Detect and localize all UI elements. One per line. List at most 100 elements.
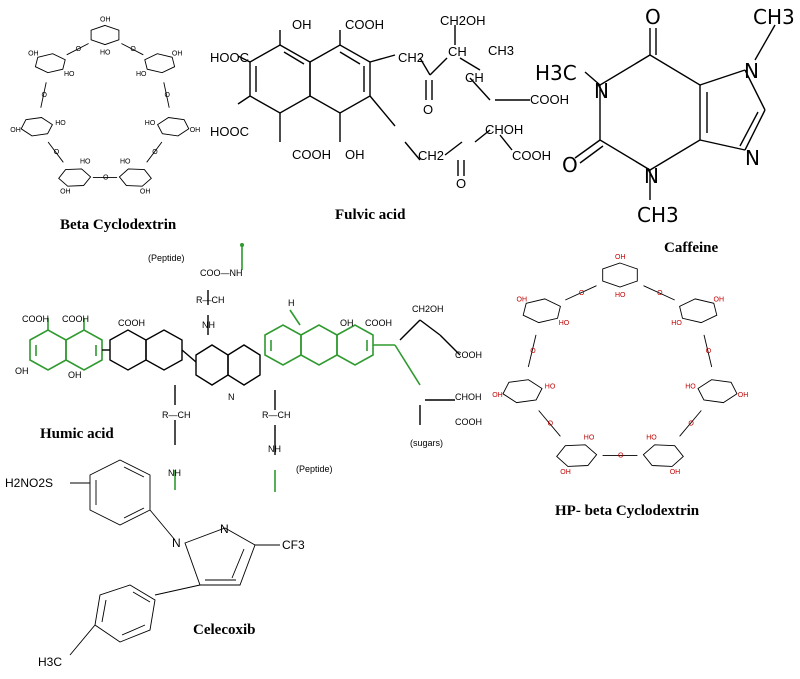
hydroxyl-label: OH [714,297,725,304]
hydroxyl-label: OH [100,16,111,23]
oxygen-label: O [42,92,48,99]
hydroxyl-label: HO [685,384,696,391]
fulvic-ch2-a: CH2 [398,50,424,65]
humic-oh-3: OH [340,318,354,328]
caption-fulvic-acid: Fulvic acid [335,207,406,223]
humic-sugars: (sugars) [410,438,443,448]
fulvic-cooh-bottom: COOH [292,147,331,162]
humic-n: N [228,392,235,402]
glycosidic-bond [643,285,675,301]
humic-ch2oh: CH2OH [412,304,444,314]
caffeine-o-top: O [645,5,661,29]
glucose-unit [58,168,92,187]
oxygen-label: O [165,92,171,99]
hydroxyl-label: OH [190,127,201,134]
glycosidic-bond [121,43,144,56]
caffeine-n7: N [744,59,759,83]
glucose-unit [642,444,684,467]
glycosidic-bond [527,334,537,368]
glucose-unit [144,53,176,74]
glycosidic-bond [66,43,89,56]
oxygen-label: O [618,453,624,460]
fulvic-acid-structure [237,25,530,176]
humic-peptide-top: (Peptide) [148,253,185,263]
hydroxyl-label: HO [80,159,91,166]
caffeine-n9: N [745,146,760,170]
humic-cooh-3: COOH [118,318,145,328]
oxygen-label: O [530,348,536,355]
caption-celecoxib: Celecoxib [193,622,255,638]
humic-choh: CHOH [455,392,482,402]
hydroxyl-label: HO [615,292,626,299]
hydroxyl-label: OH [60,189,71,196]
humic-nh: NH [202,320,215,330]
oxygen-label: O [688,420,694,427]
oxygen-label: O [54,149,60,156]
glucose-unit [556,444,598,467]
glucose-unit [157,117,190,137]
glucose-unit [522,298,561,324]
glucose-unit [697,379,738,404]
fulvic-cooh-top: COOH [345,17,384,32]
humic-oh-2: OH [68,370,82,380]
caffeine-structure [574,24,776,200]
hydroxyl-label: OH [140,189,151,196]
hydroxyl-label: OH [492,392,503,399]
fulvic-hooc-left-top: HOOC [210,50,249,65]
celecoxib-h3c: H3C [38,655,62,669]
humic-r-ch-2: R—CH [162,410,191,420]
hydroxyl-label: OH [517,297,528,304]
hydroxyl-label: HO [100,50,111,57]
glucose-unit [602,262,638,288]
hydroxyl-label: HO [559,320,570,327]
oxygen-label: O [76,46,82,53]
hydroxyl-label: OH [615,254,626,261]
fulvic-o-b: O [456,176,466,191]
celecoxib-structure [69,459,280,656]
oxygen-label: O [548,420,554,427]
hydroxyl-label: OH [560,469,571,476]
oxygen-label: O [152,149,158,156]
humic-nh-2: NH [168,468,181,478]
humic-r-ch-3: R—CH [262,410,291,420]
oxygen-label: O [103,175,109,182]
glucose-unit [502,379,543,404]
hydroxyl-label: HO [671,320,682,327]
humic-oh-1: OH [15,366,29,376]
humic-cooh-1: COOH [22,314,49,324]
glycosidic-bond [47,141,64,163]
fulvic-ch-b: CH [465,70,484,85]
glycosidic-bond [679,410,702,437]
glucose-unit [118,168,152,187]
hydroxyl-label: OH [670,469,681,476]
hydroxyl-label: OH [28,51,38,58]
humic-r-ch: R—CH [196,295,225,305]
caffeine-o-left: O [562,153,578,177]
glucose-unit [34,53,66,74]
humic-cooh-4: COOH [365,318,392,328]
celecoxib-n1: N [172,536,181,550]
glycosidic-bond [565,285,597,301]
hydroxyl-label: OH [10,127,20,134]
hydroxyl-label: HO [584,435,595,442]
fulvic-o-a: O [423,102,433,117]
glycosidic-bond [146,141,163,163]
hydroxyl-label: HO [120,159,131,166]
fulvic-oh-bottom: OH [345,147,365,162]
humic-peptide-bottom: (Peptide) [296,464,333,474]
fulvic-ch: CH [448,44,467,59]
caffeine-ch3-bottom: CH3 [637,203,679,227]
fulvic-cooh-right2: COOH [512,148,551,163]
hydroxyl-label: HO [145,120,156,127]
humic-cooh-5: COOH [455,350,482,360]
glycosidic-bond [163,82,170,108]
hydroxyl-label: HO [136,71,147,78]
oxygen-label: O [579,290,585,297]
oxygen-label: O [130,46,136,53]
fulvic-hooc-left-bottom: HOOC [210,124,249,139]
caption-hp-beta-cyclodextrin: HP- beta Cyclodextrin [555,503,700,519]
hydroxyl-label: HO [545,384,556,391]
oxygen-label: O [657,290,663,297]
fulvic-choh: CHOH [485,122,523,137]
